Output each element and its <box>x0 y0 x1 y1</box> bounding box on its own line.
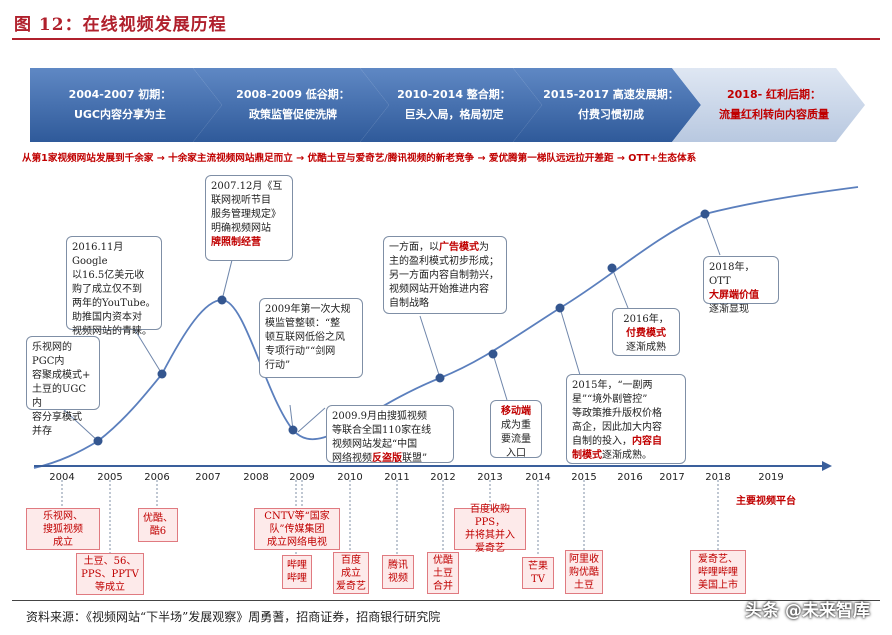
phase-chevron-4 <box>513 68 701 142</box>
platforms-label: 主要视频平台 <box>736 496 796 507</box>
evolution-ribbon: 从第1家视频网站发展到千余家 → 十余家主流视频网站鼎足而立 → 优酷土豆与爱奇… <box>22 153 697 164</box>
phase-1-desc: UGC内容分享为主 <box>73 108 167 121</box>
year-label: 2006 <box>144 472 170 483</box>
figure-title: 图 12：在线视频发展历程 <box>14 15 227 35</box>
curve-nodes <box>93 209 710 446</box>
year-label: 2010 <box>337 472 363 483</box>
phase-label-5: 2018- 红利后期： 流量红利转向内容质量 <box>700 68 848 142</box>
year-label: 2008 <box>243 472 269 483</box>
platform-box: 阿里收购优酷土豆 <box>565 550 603 594</box>
annotation-mobile: 移动端 成为重要流量入口 <box>490 400 542 459</box>
annotation-2007-license-rule: 2007.12月《互联网视听节目服务管理规定》明确视频网站 牌照制经营 <box>205 175 293 261</box>
footer-divider <box>12 600 880 601</box>
phase-label-3: 2010-2014 整合期： 巨头入局，格局初定 <box>384 68 524 142</box>
year-label: 2011 <box>384 472 410 483</box>
year-label: 2015 <box>571 472 597 483</box>
phase-1-period: 2004-2007 初期： <box>68 88 172 101</box>
phase-2-period: 2008-2009 低谷期： <box>236 88 350 101</box>
phase-2-desc: 政策监管促使洗牌 <box>249 108 337 121</box>
platform-box: 腾讯视频 <box>382 555 414 589</box>
growth-curve <box>33 186 859 469</box>
phase-label-2: 2008-2009 低谷期： 政策监管促使洗牌 <box>218 68 368 142</box>
year-label: 2007 <box>195 472 221 483</box>
annotation-2018-ott: 2018年，OTT 大屏端价值 逐渐显现 <box>703 256 779 315</box>
year-label: 2017 <box>659 472 685 483</box>
year-label: 2018 <box>705 472 731 483</box>
platform-box: CNTV等“国家队”传媒集团成立网络电视 <box>254 508 340 550</box>
year-label: 2004 <box>49 472 75 483</box>
platform-box: 优酷土豆合并 <box>427 552 459 594</box>
annotation-2016-paid-model: 2016年， 付费模式 逐渐成熟 <box>612 308 680 356</box>
platform-box: 百度成立爱奇艺 <box>333 552 369 594</box>
phase-4-period: 2015-2017 高速发展期： <box>543 88 679 101</box>
year-label: 2016 <box>617 472 643 483</box>
platform-box: 百度收购PPS，并将其并入爱奇艺 <box>454 504 526 554</box>
annotation-2015-content-production: 2015年，“一剧两星”“境外剧管控”等政策推升版权价格高企，因此加大内容 自制… <box>566 374 686 464</box>
year-label: 2013 <box>477 472 503 483</box>
phase-label-1: 2004-2007 初期： UGC内容分享为主 <box>40 68 200 142</box>
phase-5-period: 2018- 红利后期： <box>726 88 821 101</box>
year-label: 2005 <box>97 472 123 483</box>
phase-4-desc: 付费习惯初成 <box>578 108 644 121</box>
annotation-ad-model: 一方面，以广告模式为 主的盈利模式初步形成；另一方面内容自制勃兴，视频网站开始推… <box>383 236 507 314</box>
watermark: 头条 @未来智库 <box>745 601 870 621</box>
platform-box: 哔哩哔哩 <box>282 555 312 589</box>
year-label: 2019 <box>758 472 784 483</box>
phase-5-desc: 流量红利转向内容质量 <box>719 108 829 121</box>
annotation-2009-anti-piracy: 2009.9月由搜狐视频等联合全国110家在线视频网站发起“中国 网络视频反盗版… <box>326 405 454 464</box>
year-label: 2014 <box>525 472 551 483</box>
callout-lines <box>61 213 721 442</box>
platform-box: 优酷、酷6 <box>138 508 178 542</box>
year-label: 2012 <box>430 472 456 483</box>
phase-chevron-5 <box>672 68 865 142</box>
source-note: 资料来源：《视频网站“下半场”发展观察》周勇蓍，招商证券，招商银行研究院 <box>26 610 441 624</box>
annotation-2004-pgc-ugc: 乐视网的PGC内容聚成模式+土豆的UGC内容分享模式并存 <box>26 336 100 437</box>
phase-3-period: 2010-2014 整合期： <box>397 88 511 101</box>
year-label: 2009 <box>289 472 315 483</box>
axis-arrowhead <box>822 461 832 471</box>
platform-box: 乐视网、搜狐视频成立 <box>26 508 100 550</box>
annotation-2009-regulation: 2009年第一次大规模监管整顿：“整顿互联网低俗之风专项行动”“剑网行动” <box>259 298 363 378</box>
phase-label-4: 2015-2017 高速发展期： 付费习惯初成 <box>536 68 686 142</box>
phase-3-desc: 巨头入局，格局初定 <box>404 108 504 121</box>
title-divider <box>12 38 880 40</box>
phase-chevron-2 <box>193 68 389 142</box>
phase-chevron-3 <box>360 68 542 142</box>
platform-box: 爱奇艺、哔哩哔哩美国上市 <box>690 550 746 594</box>
platform-connectors <box>61 480 719 555</box>
phase-chevron-1 <box>30 68 222 142</box>
